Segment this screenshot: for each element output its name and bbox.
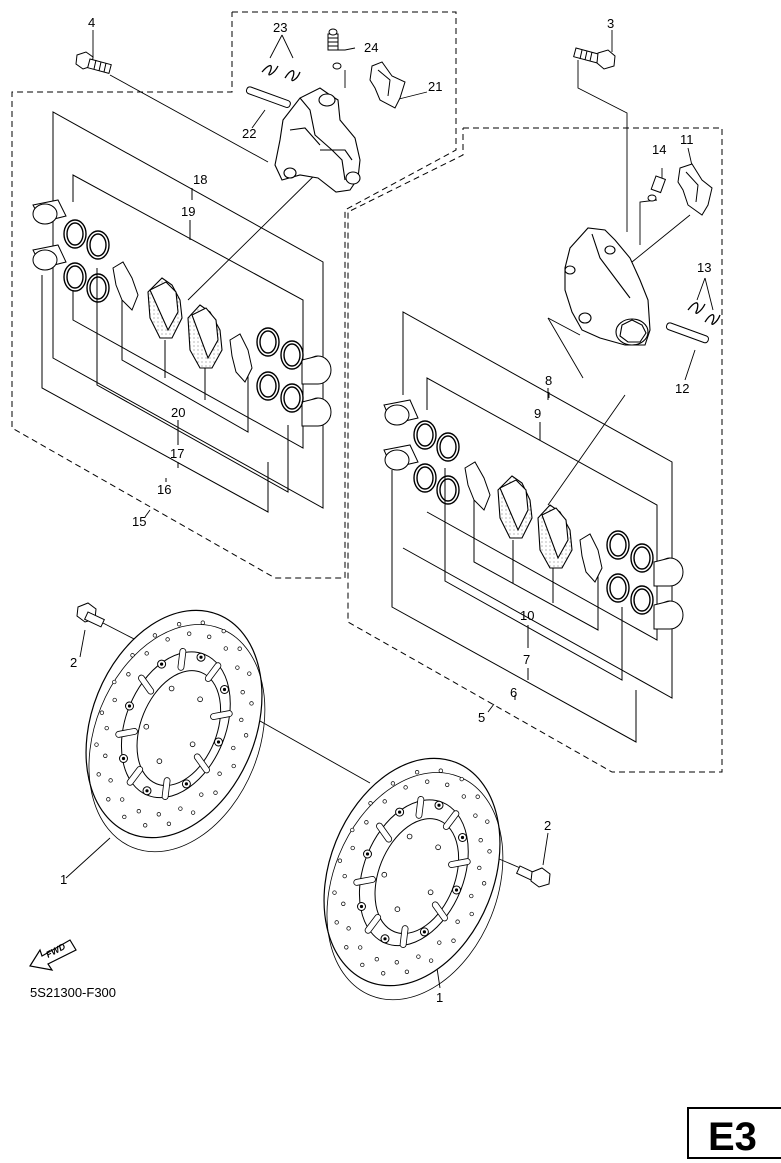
callout-17: 17: [170, 446, 184, 461]
disc-bolt-right: [515, 865, 551, 888]
diagram-code: 5S21300-F300: [30, 985, 116, 1000]
right-pad-spring: [677, 163, 713, 216]
callout-8: 8: [545, 373, 552, 388]
right-bleed-screw: [647, 175, 667, 202]
right-pad-shims: [464, 461, 603, 583]
left-pad-shims: [112, 261, 253, 383]
leader-lines: [65, 30, 714, 989]
callout-16: 16: [157, 482, 171, 497]
callout-11: 11: [680, 132, 694, 147]
callout-6: 6: [510, 685, 517, 700]
right-seals: [413, 420, 654, 615]
callout-1-left: 1: [60, 872, 67, 887]
callout-1-right: 1: [436, 990, 443, 1005]
left-pad-clips: [261, 64, 301, 82]
caliper-bolt-4: [75, 51, 112, 74]
right-caliper-pin: [665, 322, 710, 344]
caliper-bolt-3: [573, 47, 616, 70]
callout-10: 10: [520, 608, 534, 623]
callout-20: 20: [171, 405, 185, 420]
callout-19: 19: [181, 204, 195, 219]
callout-5: 5: [478, 710, 485, 725]
left-caliper-assembly-boundary: [11, 11, 457, 579]
left-brake-pads: [147, 277, 223, 369]
left-bleed-screw: [327, 28, 342, 70]
callout-18: 18: [193, 172, 207, 187]
callout-7: 7: [523, 652, 530, 667]
page-reference: E3: [708, 1115, 757, 1159]
right-pad-clips: [687, 302, 721, 325]
callout-13: 13: [697, 260, 711, 275]
left-pistons: [32, 199, 332, 427]
callout-2-right: 2: [544, 818, 551, 833]
page-reference-box: E3: [687, 1107, 781, 1159]
brake-disc-right: [323, 757, 504, 1001]
callout-14: 14: [652, 142, 666, 157]
callout-4: 4: [88, 15, 95, 30]
callout-2-left: 2: [70, 655, 77, 670]
callout-21: 21: [428, 79, 442, 94]
callout-12: 12: [675, 381, 689, 396]
callout-23: 23: [273, 20, 287, 35]
right-brake-pads: [497, 475, 573, 569]
fwd-arrow-icon: FWD: [29, 939, 77, 971]
right-caliper-body: [564, 227, 651, 346]
callout-22: 22: [242, 126, 256, 141]
left-pad-spring: [369, 61, 406, 109]
right-bracket-lines: [391, 311, 673, 743]
left-caliper-body: [274, 87, 361, 193]
right-caliper-assembly-boundary: [347, 127, 723, 773]
left-caliper-pin: [245, 86, 291, 108]
callout-9: 9: [534, 406, 541, 421]
left-seals: [63, 219, 304, 413]
callout-labels: 4 3 23 24 21 22 18 19 20 17 16 15 11 14 …: [60, 15, 711, 1005]
callout-15: 15: [132, 514, 146, 529]
callout-3: 3: [607, 16, 614, 31]
callout-24: 24: [364, 40, 378, 55]
disc-bolt-left: [76, 602, 105, 628]
right-pistons: [383, 399, 684, 630]
brake-disc-left: [85, 609, 266, 853]
